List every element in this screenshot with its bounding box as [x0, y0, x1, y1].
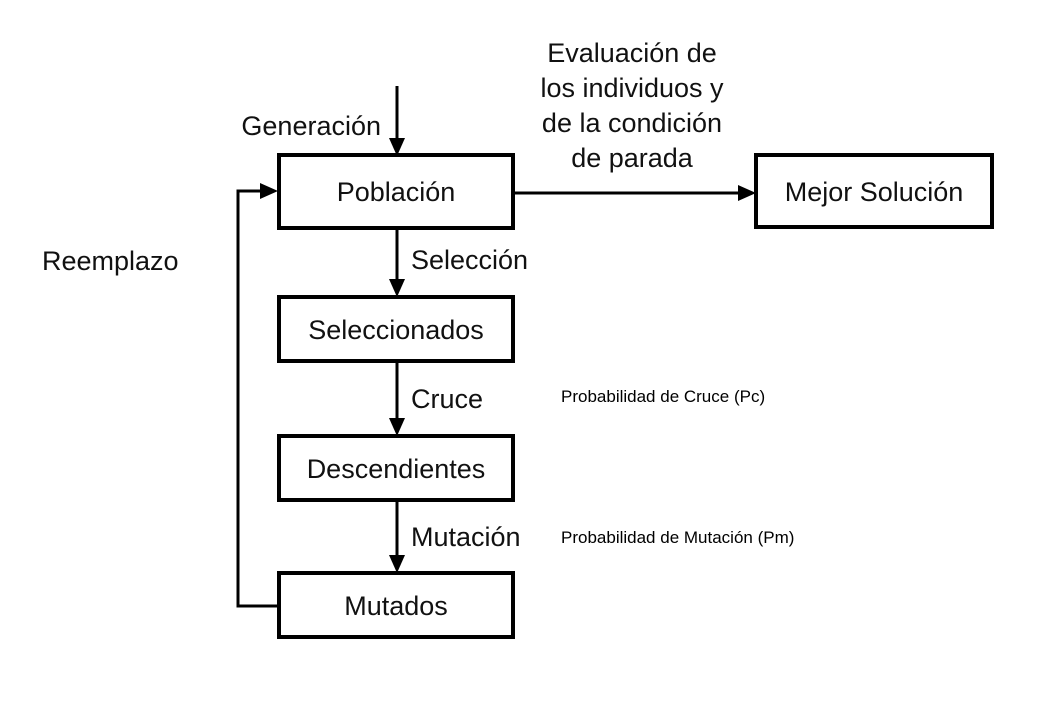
- edge-label-reemplazo: Reemplazo: [42, 246, 179, 276]
- cruce-arrowhead: [389, 418, 405, 436]
- edge-label-generacion: Generación: [241, 111, 381, 141]
- edge-label-evaluacion-line-1: Evaluación de: [547, 38, 717, 68]
- edge-label-seleccion: Selección: [411, 245, 528, 275]
- node-mutados: Mutados: [277, 571, 515, 639]
- connectors: [236, 86, 756, 608]
- evaluacion-arrowhead: [738, 185, 756, 201]
- node-seleccionados: Seleccionados: [277, 295, 515, 363]
- node-mejor-solucion-label: Mejor Solución: [785, 177, 964, 207]
- edge-label-evaluacion: Evaluación de los individuos y de la con…: [540, 38, 724, 173]
- edge-label-cruce: Cruce: [411, 384, 483, 414]
- node-mejor-solucion: Mejor Solución: [754, 153, 994, 229]
- reemplazo-loop-line: [236, 189, 278, 608]
- node-mutados-label: Mutados: [344, 591, 448, 621]
- reemplazo-arrowhead: [260, 183, 278, 199]
- mutacion-arrowhead: [389, 555, 405, 573]
- generacion-arrowhead: [389, 138, 405, 156]
- edge-label-mutacion: Mutación: [411, 522, 521, 552]
- seleccion-arrowhead: [389, 279, 405, 297]
- node-descendientes: Descendientes: [277, 434, 515, 502]
- node-descendientes-label: Descendientes: [307, 454, 486, 484]
- edge-label-evaluacion-line-4: de parada: [571, 143, 694, 173]
- node-poblacion-label: Población: [337, 177, 456, 207]
- note-probabilidad-mutacion: Probabilidad de Mutación (Pm): [561, 528, 794, 547]
- edge-label-evaluacion-line-2: los individuos y: [540, 73, 724, 103]
- node-seleccionados-label: Seleccionados: [308, 315, 484, 345]
- node-poblacion: Población: [277, 153, 515, 230]
- note-probabilidad-cruce: Probabilidad de Cruce (Pc): [561, 387, 765, 406]
- edge-label-evaluacion-line-3: de la condición: [542, 108, 722, 138]
